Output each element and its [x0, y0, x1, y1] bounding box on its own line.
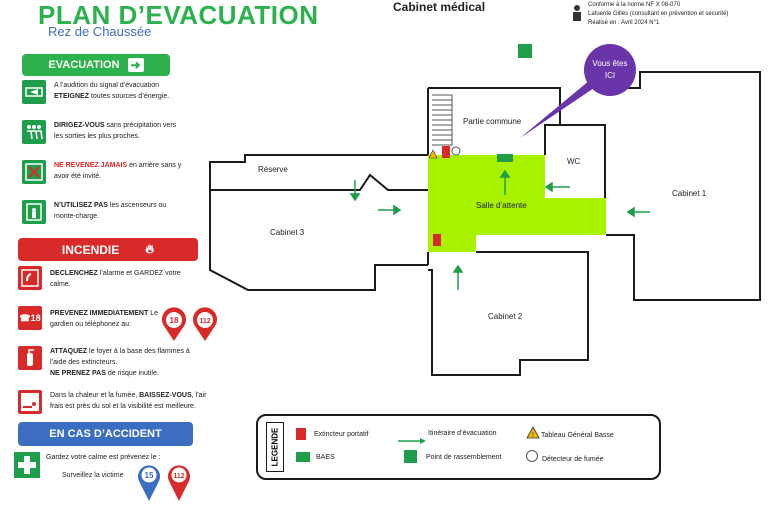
- legend-baes: BAES: [316, 454, 335, 461]
- smoke-detector-icon: [451, 146, 461, 156]
- norm-text: Conforme à la norme NF X 08-070: [588, 2, 681, 8]
- pin-18-label: 18: [170, 316, 179, 325]
- walls: [209, 71, 761, 376]
- people-evacuating-icon: [22, 120, 46, 144]
- legend-assembly-icon: [404, 450, 417, 463]
- extinguisher-icon: [18, 346, 42, 370]
- alarm-horn-icon: [22, 80, 46, 104]
- accident-banner: EN CAS D’ACCIDENT: [18, 422, 193, 446]
- fire-item-1-text: DECLENCHEZ l’alarme et GARDEZ votre calm…: [50, 270, 181, 288]
- evac-item-3: NE REVENEZ JAMAIS en arrière sans y avoi…: [22, 160, 187, 184]
- crawl-smoke-icon: [18, 390, 42, 414]
- flame-icon: 🔥︎: [145, 242, 155, 256]
- pin-15-label: 15: [145, 471, 154, 480]
- legend-title-box: LEGENDE: [266, 422, 284, 472]
- made-text: Réalisé en : Avril 2024 N°1: [588, 20, 660, 26]
- tableau-warning-icon: [428, 149, 438, 159]
- room-reserve: Réserve: [258, 165, 288, 174]
- no-return-icon: [22, 160, 46, 184]
- room-partie-commune: Partie commune: [463, 117, 522, 126]
- you-are-here-pointer: [520, 80, 594, 138]
- fire-item-4-text: Dans la chaleur et la fumée, BAISSEZ-VOU…: [50, 392, 207, 410]
- legend-extincteur: Extincteur portatif: [314, 431, 369, 438]
- evac-item-1: A l’audition du signal d’évacuation ETEI…: [22, 80, 187, 104]
- pin-15-icon: 15: [136, 462, 162, 502]
- baes-marker-1: [497, 154, 505, 162]
- fire-item-2: ☎︎18 PREVENEZ IMMEDIATEMENT Le gardien o…: [18, 306, 158, 330]
- extinguisher-marker-1: [442, 146, 450, 158]
- accident-line-1: Gardez votre calme est prévenez le :: [46, 454, 161, 461]
- phone-18-icon: ☎︎18: [18, 306, 42, 330]
- you-are-here-label: Vous êtes ICI: [592, 59, 628, 80]
- pin-112-accident-label: 112: [173, 473, 184, 480]
- evacuation-banner-label: EVACUATION: [48, 59, 120, 71]
- legend-extinguisher-icon: [296, 428, 306, 440]
- svg-text:!: !: [532, 432, 534, 439]
- first-aid-cross-icon: [14, 452, 40, 478]
- assembly-point-icon: [518, 44, 532, 58]
- site-name: Cabinet médical: [393, 0, 486, 14]
- evacuation-banner: EVACUATION ➜: [22, 54, 170, 76]
- fire-item-4: Dans la chaleur et la fumée, BAISSEZ-VOU…: [18, 390, 218, 414]
- evac-item-1-text: A l’audition du signal d’évacuation ETEI…: [54, 82, 170, 100]
- legend-tableau: Tableau Général Basse: [541, 432, 614, 439]
- pin-112-accident-icon: 112: [166, 462, 192, 502]
- room-cabinet3: Cabinet 3: [270, 228, 305, 237]
- fire-item-3-text: ATTAQUEZ le foyer à la base des flammes …: [50, 348, 190, 377]
- incendie-banner: INCENDIE 🔥︎: [18, 238, 198, 261]
- author-text: Lafuente Gilles (consultant en préventio…: [588, 11, 729, 17]
- evac-item-2: DIRIGEZ-VOUS sans précipitation vers les…: [22, 120, 187, 144]
- evac-item-3-text: NE REVENEZ JAMAIS en arrière sans y avoi…: [54, 162, 182, 180]
- evac-item-4: N’UTILISEZ PAS les ascenseurs ou monte-c…: [22, 200, 187, 224]
- room-salle-attente: Salle d’attente: [476, 201, 527, 210]
- evac-item-4-text: N’UTILISEZ PAS les ascenseurs ou monte-c…: [54, 202, 167, 220]
- plan-title: PLAN D’EVACUATION: [38, 0, 319, 30]
- fire-item-1: DECLENCHEZ l’alarme et GARDEZ votre calm…: [18, 266, 198, 290]
- stairs-icon: [432, 94, 453, 146]
- evac-item-2-text: DIRIGEZ-VOUS sans précipitation vers les…: [54, 122, 177, 140]
- pin-112-label: 112: [199, 318, 210, 325]
- room-wc: WC: [567, 157, 581, 166]
- accident-line-2: Surveillez la victime: [62, 472, 124, 479]
- legend-arrow-icon: [398, 431, 426, 444]
- extinguisher-marker-2: [433, 234, 441, 246]
- legend-itineraire: Itinéraire d’évacuation: [428, 430, 497, 437]
- pin-18-icon: 18: [160, 306, 188, 342]
- baes-marker-2: [505, 154, 513, 162]
- plan-subtitle: Rez de Chaussée: [48, 24, 152, 39]
- room-cabinet1: Cabinet 1: [672, 189, 707, 198]
- accident-banner-label: EN CAS D’ACCIDENT: [49, 428, 162, 440]
- arrow-right-icon: ➜: [127, 58, 144, 72]
- no-elevator-icon: [22, 200, 46, 224]
- author-logo-icon: [570, 4, 584, 22]
- legend-box: LEGENDE Extincteur portatif Itinéraire d…: [256, 414, 661, 480]
- legend-detecteur: Détecteur de fumée: [542, 456, 604, 463]
- pin-112-icon: 112: [191, 306, 219, 342]
- incendie-banner-label: INCENDIE: [61, 242, 120, 257]
- legend-baes-icon: [296, 452, 310, 462]
- evacuation-arrows: [349, 169, 650, 290]
- legend-rassemblement: Point de rassemblement: [426, 454, 502, 461]
- fire-item-3: ATTAQUEZ le foyer à la base des flammes …: [18, 346, 208, 379]
- you-are-here-bubble: [584, 44, 636, 96]
- fire-item-2-text: PREVENEZ IMMEDIATEMENT Le gardien ou tél…: [50, 310, 158, 328]
- legend-title: LEGENDE: [270, 427, 280, 467]
- legend-warning-icon: !: [526, 426, 540, 439]
- room-cabinet2: Cabinet 2: [488, 312, 523, 321]
- salle-attente-area: [428, 155, 606, 252]
- fire-alarm-icon: [18, 266, 42, 290]
- legend-detector-icon: [526, 450, 538, 462]
